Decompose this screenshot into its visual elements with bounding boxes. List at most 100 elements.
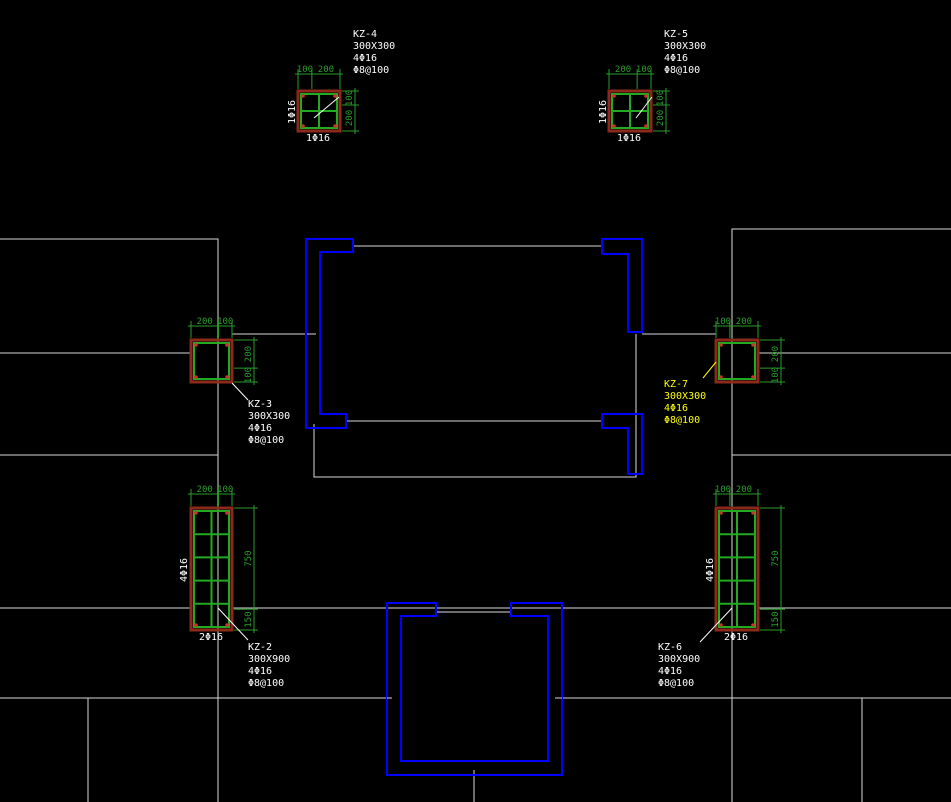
rebar-dot [301, 124, 305, 128]
rebar-dot [719, 375, 723, 379]
rebar-dot [194, 375, 198, 379]
wall-left-c [305, 238, 354, 429]
dimension-top-a: 200 [197, 317, 213, 327]
left-block-outline [0, 238, 219, 802]
column-name: KZ-4 [353, 29, 377, 40]
dimension-top [295, 69, 343, 89]
column-outline [189, 506, 234, 632]
column-outline [714, 506, 760, 632]
column-name: KZ-3 [248, 399, 272, 410]
dimension-top-b: 100 [636, 65, 652, 75]
dimension-top [713, 321, 761, 338]
column-stirrup: Φ8@100 [248, 678, 284, 689]
column-size: 300X300 [664, 391, 706, 402]
dimension-side-b: 100 [244, 367, 254, 383]
column-size: 300X300 [353, 41, 395, 52]
column-bars: 4Φ16 [248, 666, 272, 677]
dimension-side [760, 505, 785, 633]
dimension-side [234, 337, 258, 385]
dimension-side-a: 200 [244, 346, 254, 362]
rebar-bottom-label: 2Φ16 [724, 632, 748, 643]
dimension-top-a: 200 [197, 485, 213, 495]
shear-walls [305, 238, 643, 776]
stirrup [718, 342, 756, 380]
column-size: 300X300 [248, 411, 290, 422]
rebar-side-label: 1Φ16 [287, 100, 298, 124]
wall-right-bottom [601, 413, 643, 475]
rebar-dot [225, 511, 229, 515]
dimension-top-a: 100 [715, 317, 731, 327]
column-bars: 4Φ16 [353, 53, 377, 64]
column-stirrup: Φ8@100 [248, 435, 284, 446]
rebar-dot [719, 623, 723, 627]
column-size: 300X900 [248, 654, 290, 665]
column-stirrup: Φ8@100 [658, 678, 694, 689]
rebar-dot [751, 375, 755, 379]
leader-line [699, 607, 733, 643]
rebar-dot [194, 623, 198, 627]
rebar-dot [333, 124, 337, 128]
column-name: KZ-7 [664, 379, 688, 390]
grid-lines [0, 228, 951, 802]
dimension-top-a: 200 [615, 65, 631, 75]
dimension-side-b: 150 [771, 611, 781, 627]
wall-right-top [601, 238, 643, 333]
dimension-side-a: 200 [771, 346, 781, 362]
column-outline [714, 338, 760, 384]
stirrup [193, 342, 230, 380]
rebar-dot [301, 94, 305, 98]
rebar-dot [751, 343, 755, 347]
right-block-outline [731, 228, 951, 802]
dimension-side [342, 88, 359, 134]
dimension-side-a: 100 [345, 90, 355, 106]
rebar-dot [194, 343, 198, 347]
column-size: 300X900 [658, 654, 700, 665]
wall-lower-u [386, 602, 563, 776]
leader-line [635, 96, 653, 119]
rebar-dot [333, 94, 337, 98]
dimension-side-b: 150 [244, 611, 254, 627]
column-outline [607, 89, 653, 133]
rebar-bottom-label: 1Φ16 [306, 133, 330, 144]
column-outline [189, 338, 234, 384]
dimension-top-a: 100 [715, 485, 731, 495]
dimension-top-b: 200 [736, 485, 752, 495]
dimension-side-a: 100 [656, 90, 666, 106]
rebar-dot [225, 375, 229, 379]
rebar-bottom-label: 1Φ16 [617, 133, 641, 144]
dimension-top-b: 200 [736, 317, 752, 327]
dimension-top [606, 69, 654, 89]
column-stirrup: Φ8@100 [664, 415, 700, 426]
rebar-dot [612, 124, 616, 128]
core-lower-outline [313, 334, 637, 478]
dimension-top-b: 200 [318, 65, 334, 75]
column-bars: 4Φ16 [658, 666, 682, 677]
rebar-side-label: 1Φ16 [598, 100, 609, 124]
dimension-side-b: 200 [656, 110, 666, 126]
dimension-top-b: 100 [217, 317, 233, 327]
dimension-top [188, 489, 235, 506]
rebar-dot [194, 511, 198, 515]
rebar-dot [719, 511, 723, 515]
rebar-dot [751, 623, 755, 627]
rebar-bottom-label: 2Φ16 [199, 632, 223, 643]
dimension-side-b: 100 [771, 367, 781, 383]
rebar-dot [644, 94, 648, 98]
column-name: KZ-2 [248, 642, 272, 653]
column-bars: 4Φ16 [248, 423, 272, 434]
rebar-dot [644, 124, 648, 128]
column-size: 300X300 [664, 41, 706, 52]
dimension-side [760, 337, 785, 385]
column-bars: 4Φ16 [664, 53, 688, 64]
column-outline [296, 89, 342, 133]
column-name: KZ-6 [658, 642, 682, 653]
dimension-side-a: 750 [771, 550, 781, 566]
dimension-top-a: 100 [297, 65, 313, 75]
rebar-side-label: 4Φ16 [705, 558, 716, 582]
